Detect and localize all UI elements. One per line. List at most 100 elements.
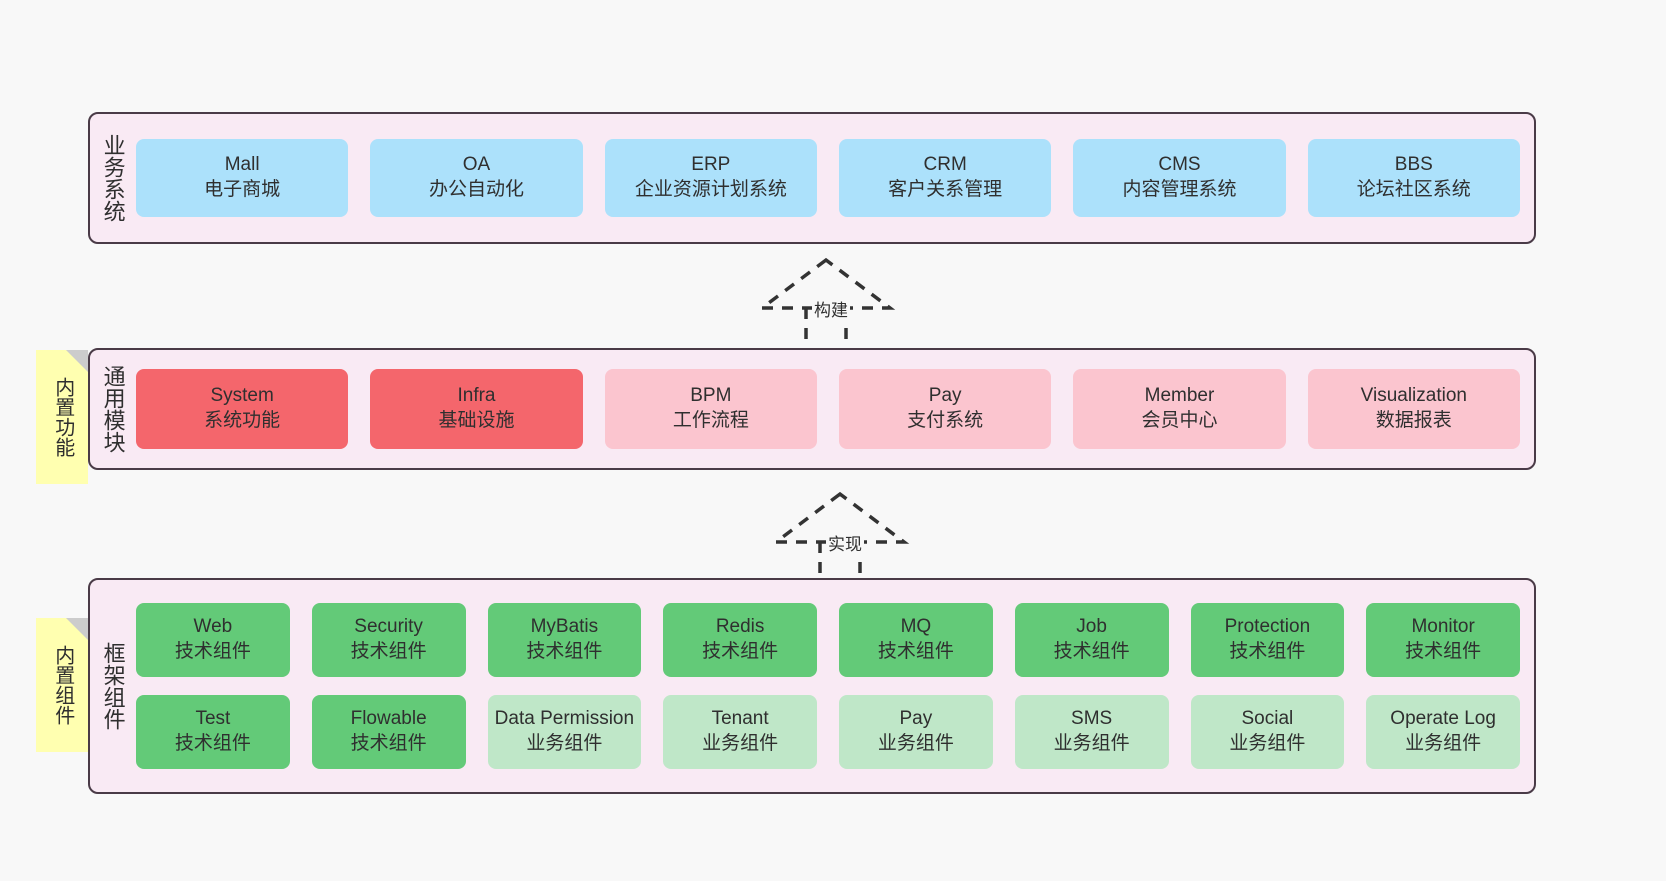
card-member[interactable]: Member 会员中心 <box>1073 369 1286 449</box>
layer-business-systems-body: Mall 电子商城 OA 办公自动化 ERP 企业资源计划系统 CRM 客户关系… <box>136 114 1534 242</box>
card-row: Mall 电子商城 OA 办公自动化 ERP 企业资源计划系统 CRM 客户关系… <box>136 139 1520 217</box>
layer-framework-components-title: 框架组件 <box>100 642 126 730</box>
card-title: System <box>210 385 274 407</box>
card-subtitle: 技术组件 <box>350 641 427 662</box>
layer-business-systems: 业务系统 Mall 电子商城 OA 办公自动化 ERP 企业资源计划系统 CRM… <box>88 112 1536 244</box>
card-cms[interactable]: CMS 内容管理系统 <box>1073 139 1286 217</box>
card-title: SMS <box>1071 708 1113 730</box>
card-subtitle: 技术组件 <box>877 641 954 662</box>
card-tenant[interactable]: Tenant 业务组件 <box>663 695 817 769</box>
card-sms[interactable]: SMS 业务组件 <box>1014 695 1169 769</box>
generalization-arrow-implement: 实现 <box>766 486 936 586</box>
card-title: Operate Log <box>1390 708 1496 730</box>
card-title: Redis <box>715 616 765 638</box>
card-subtitle: 技术组件 <box>350 733 427 754</box>
card-title: CRM <box>923 154 967 176</box>
card-oa[interactable]: OA 办公自动化 <box>370 139 583 217</box>
card-security[interactable]: Security 技术组件 <box>311 603 466 677</box>
card-bbs[interactable]: BBS 论坛社区系统 <box>1307 139 1520 217</box>
card-pay-module[interactable]: Pay 支付系统 <box>838 369 1052 449</box>
note-fold-corner-icon <box>66 350 88 372</box>
card-web[interactable]: Web 技术组件 <box>136 603 290 677</box>
card-redis[interactable]: Redis 技术组件 <box>663 603 817 677</box>
card-title: Security <box>354 616 423 638</box>
card-subtitle: 企业资源计划系统 <box>634 179 787 200</box>
card-subtitle: 电子商城 <box>204 179 281 200</box>
note-builtin-features-label: 内置功能 <box>51 377 74 457</box>
card-subtitle: 内容管理系统 <box>1122 179 1237 200</box>
card-subtitle: 支付系统 <box>907 410 984 431</box>
card-title: Infra <box>457 385 496 407</box>
card-subtitle: 工作流程 <box>672 410 749 431</box>
card-crm[interactable]: CRM 客户关系管理 <box>838 139 1052 217</box>
card-title: Pay <box>928 385 962 407</box>
card-mybatis[interactable]: MyBatis 技术组件 <box>487 603 642 677</box>
card-subtitle: 办公自动化 <box>428 179 524 200</box>
card-title: ERP <box>691 154 731 176</box>
note-builtin-features: 内置功能 <box>36 350 88 484</box>
card-bpm[interactable]: BPM 工作流程 <box>604 369 817 449</box>
card-subtitle: 技术组件 <box>174 733 251 754</box>
card-subtitle: 业务组件 <box>526 733 603 754</box>
card-subtitle: 业务组件 <box>1405 733 1482 754</box>
card-data-permission[interactable]: Data Permission 业务组件 <box>487 695 642 769</box>
card-subtitle: 系统功能 <box>204 410 281 431</box>
card-erp[interactable]: ERP 企业资源计划系统 <box>604 139 817 217</box>
card-title: Mall <box>224 154 260 176</box>
generalization-arrow-build: 构建 <box>752 252 922 352</box>
layer-common-modules: 通用模块 System 系统功能 Infra 基础设施 BPM 工作流程 Pay… <box>88 348 1536 470</box>
card-subtitle: 基础设施 <box>438 410 515 431</box>
card-subtitle: 技术组件 <box>174 641 251 662</box>
card-system[interactable]: System 系统功能 <box>136 369 349 449</box>
card-visualization[interactable]: Visualization 数据报表 <box>1307 369 1520 449</box>
card-protection[interactable]: Protection 技术组件 <box>1190 603 1345 677</box>
card-title: MQ <box>900 616 932 638</box>
card-social[interactable]: Social 业务组件 <box>1190 695 1345 769</box>
card-title: Visualization <box>1360 385 1467 407</box>
arrow-label-build: 构建 <box>812 296 850 321</box>
card-subtitle: 技术组件 <box>1229 641 1306 662</box>
card-subtitle: 客户关系管理 <box>888 179 1003 200</box>
card-subtitle: 论坛社区系统 <box>1356 179 1471 200</box>
note-builtin-components-label: 内置组件 <box>51 645 74 725</box>
card-subtitle: 数据报表 <box>1375 410 1452 431</box>
card-title: Protection <box>1224 616 1311 638</box>
layer-framework-components-body: Web 技术组件 Security 技术组件 MyBatis 技术组件 Redi… <box>136 580 1534 792</box>
card-title: Monitor <box>1411 616 1475 638</box>
card-subtitle: 技术组件 <box>1053 641 1130 662</box>
card-infra[interactable]: Infra 基础设施 <box>370 369 583 449</box>
layer-business-systems-title: 业务系统 <box>100 134 126 222</box>
card-row-tech: Web 技术组件 Security 技术组件 MyBatis 技术组件 Redi… <box>136 603 1520 677</box>
card-monitor[interactable]: Monitor 技术组件 <box>1366 603 1520 677</box>
layer-framework-components: 框架组件 Web 技术组件 Security 技术组件 MyBatis 技术组件… <box>88 578 1536 794</box>
card-title: Member <box>1144 385 1215 407</box>
card-subtitle: 技术组件 <box>702 641 779 662</box>
card-subtitle: 业务组件 <box>877 733 954 754</box>
card-operate-log[interactable]: Operate Log 业务组件 <box>1366 695 1520 769</box>
card-flowable[interactable]: Flowable 技术组件 <box>311 695 466 769</box>
card-subtitle: 业务组件 <box>1053 733 1130 754</box>
note-builtin-components: 内置组件 <box>36 618 88 752</box>
card-mall[interactable]: Mall 电子商城 <box>136 139 349 217</box>
layer-common-modules-body: System 系统功能 Infra 基础设施 BPM 工作流程 Pay 支付系统… <box>136 350 1534 468</box>
card-subtitle: 业务组件 <box>1229 733 1306 754</box>
card-mq[interactable]: MQ 技术组件 <box>839 603 993 677</box>
card-title: Flowable <box>350 708 427 730</box>
layer-common-modules-title: 通用模块 <box>100 365 126 453</box>
card-subtitle: 技术组件 <box>1405 641 1482 662</box>
card-title: Social <box>1241 708 1294 730</box>
card-job[interactable]: Job 技术组件 <box>1014 603 1169 677</box>
card-title: Pay <box>899 708 933 730</box>
card-title: Data Permission <box>494 708 635 730</box>
card-pay-component[interactable]: Pay 业务组件 <box>839 695 993 769</box>
card-title: Web <box>193 616 233 638</box>
card-title: OA <box>462 154 491 176</box>
card-test[interactable]: Test 技术组件 <box>136 695 290 769</box>
note-fold-corner-icon <box>66 618 88 640</box>
card-subtitle: 会员中心 <box>1141 410 1218 431</box>
card-title: CMS <box>1158 154 1201 176</box>
card-title: Test <box>195 708 231 730</box>
card-title: MyBatis <box>530 616 599 638</box>
card-row-business: Test 技术组件 Flowable 技术组件 Data Permission … <box>136 695 1520 769</box>
